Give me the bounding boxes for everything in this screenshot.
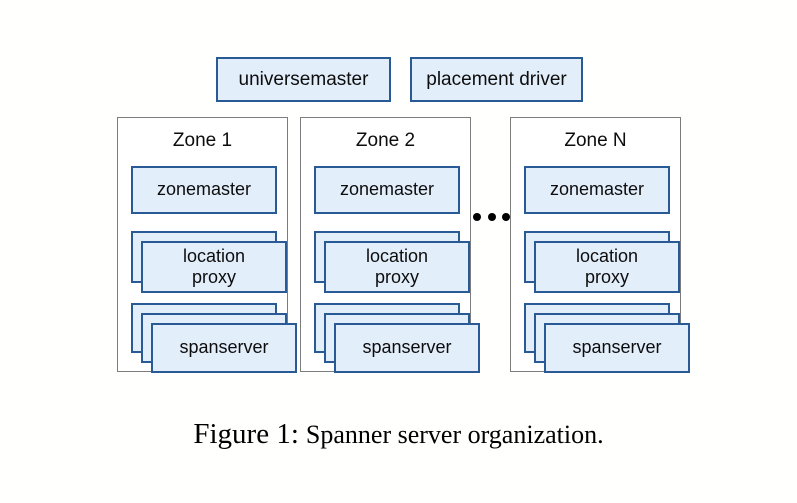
zonemaster-label: zonemaster (339, 179, 435, 200)
location-proxy-label-line1: location (575, 245, 639, 266)
zonemaster-label: zonemaster (156, 179, 252, 200)
location-proxy-label-line1: location (182, 245, 246, 266)
zone-container-1[interactable]: Zone 1 zonemaster location proxy spanser… (117, 117, 297, 373)
spanserver-label: spanserver (362, 337, 452, 358)
zonemaster-box[interactable]: zonemaster (524, 166, 670, 214)
location-proxy-box[interactable]: location proxy (324, 241, 470, 293)
spanserver-component[interactable]: spanserver (314, 303, 480, 373)
zonemaster-box[interactable]: zonemaster (131, 166, 277, 214)
placement-driver-box[interactable]: placement driver (410, 57, 583, 102)
zone-title: Zone N (564, 130, 627, 151)
spanserver-component[interactable]: spanserver (524, 303, 690, 373)
zonemaster-label: zonemaster (549, 179, 645, 200)
spanserver-component[interactable]: spanserver (131, 303, 297, 373)
spanserver-box[interactable]: spanserver (334, 323, 480, 373)
zonemaster-component[interactable]: zonemaster (314, 166, 460, 214)
spanserver-box[interactable]: spanserver (151, 323, 297, 373)
location-proxy-component[interactable]: location proxy (131, 231, 287, 293)
location-proxy-component[interactable]: location proxy (314, 231, 470, 293)
zonemaster-box[interactable]: zonemaster (314, 166, 460, 214)
location-proxy-label: location proxy (366, 246, 428, 288)
location-proxy-label-line1: location (365, 245, 429, 266)
location-proxy-label: location proxy (576, 246, 638, 288)
location-proxy-component[interactable]: location proxy (524, 231, 680, 293)
universemaster-label: universemaster (238, 68, 369, 90)
location-proxy-label-line2: proxy (374, 267, 419, 287)
universemaster-box[interactable]: universemaster (216, 57, 391, 102)
placement-driver-label: placement driver (426, 68, 567, 90)
ellipsis-dot (487, 213, 496, 221)
location-proxy-box[interactable]: location proxy (141, 241, 287, 293)
figure-caption-label: Figure 1: (193, 418, 299, 450)
zonemaster-component[interactable]: zonemaster (131, 166, 277, 214)
location-proxy-box[interactable]: location proxy (534, 241, 680, 293)
figure-caption: Figure 1: Spanner server organization. (0, 418, 797, 451)
zone-container-n[interactable]: Zone N zonemaster location proxy spanser… (510, 117, 690, 373)
zonemaster-component[interactable]: zonemaster (524, 166, 670, 214)
figure-caption-text: Spanner server organization. (305, 420, 604, 449)
zone-title: Zone 1 (172, 130, 233, 151)
location-proxy-label-line2: proxy (584, 267, 629, 287)
location-proxy-label-line2: proxy (191, 267, 236, 287)
spanserver-box[interactable]: spanserver (544, 323, 690, 373)
spanserver-label: spanserver (179, 337, 269, 358)
ellipsis-dot (473, 213, 481, 221)
zone-continuation-ellipsis (473, 207, 510, 227)
location-proxy-label: location proxy (183, 246, 245, 288)
ellipsis-dot (502, 213, 510, 221)
spanserver-label: spanserver (572, 337, 662, 358)
zone-title: Zone 2 (355, 130, 416, 151)
zone-container-2[interactable]: Zone 2 zonemaster location proxy spanser… (300, 117, 480, 373)
